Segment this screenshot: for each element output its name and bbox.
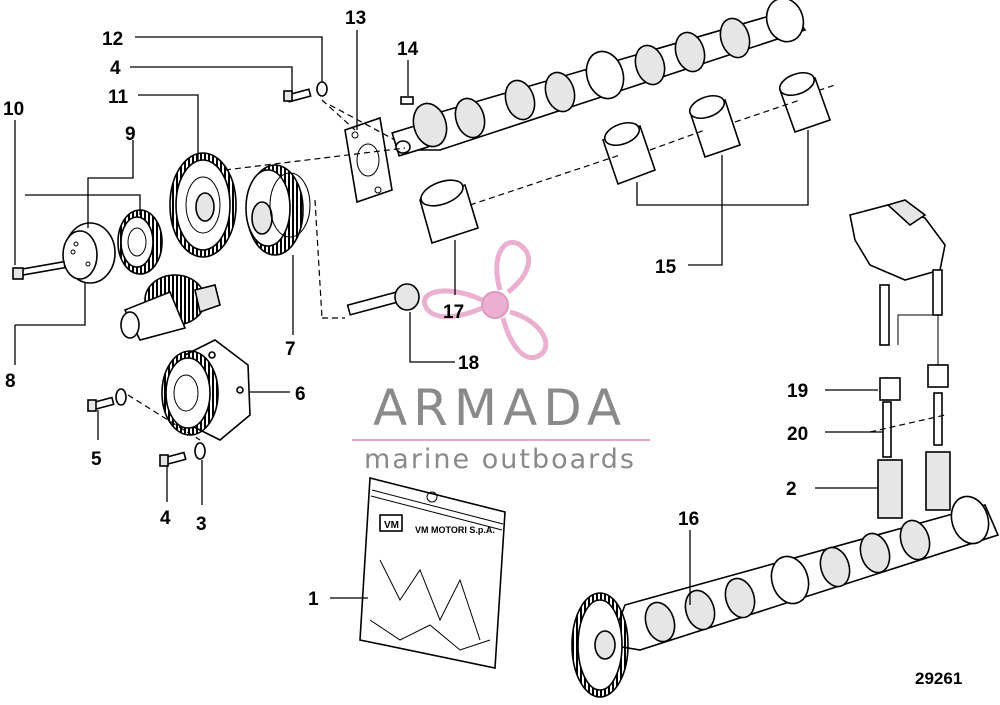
- callout-7: 7: [285, 339, 296, 360]
- screw-lower: [159, 442, 206, 467]
- screw-left: [87, 388, 127, 412]
- idler-gear: [245, 164, 311, 256]
- lower-camshaft: [571, 495, 1000, 698]
- brand-tagline: marine outboards: [364, 444, 636, 475]
- callout-8: 8: [5, 371, 16, 392]
- woodruff-key: [400, 96, 414, 105]
- bag-maker-text: VM MOTORI S.p.A.: [415, 525, 495, 535]
- callout-9: 9: [125, 124, 136, 145]
- armada-logo-icon: [422, 240, 549, 360]
- idler-pin: [346, 283, 420, 316]
- gear-flange: [62, 222, 116, 284]
- callout-18: 18: [458, 353, 479, 374]
- callout-6: 6: [295, 384, 306, 405]
- callout-5: 5: [91, 449, 102, 470]
- gasket: [344, 116, 393, 204]
- rocker-assembly: [849, 199, 951, 519]
- bag-logo-box: [379, 514, 403, 532]
- callout-4-lower: 4: [160, 508, 171, 529]
- callout-12: 12: [102, 29, 123, 50]
- callout-14: 14: [397, 39, 419, 60]
- leader-lines: [14, 30, 883, 605]
- callout-15: 15: [655, 257, 677, 278]
- long-bolt: [12, 260, 66, 280]
- bag-logo-text: VM: [384, 520, 399, 531]
- bolt-top: [283, 81, 328, 103]
- callout-20: 20: [787, 424, 808, 445]
- callout-4-top: 4: [110, 58, 121, 79]
- parts-bag: VM VM MOTORI S.p.A.: [359, 476, 506, 669]
- drive-gear-shaft: [120, 274, 221, 341]
- callout-11: 11: [108, 87, 129, 108]
- callout-13: 13: [345, 8, 366, 29]
- callout-1: 1: [308, 589, 319, 610]
- callout-3: 3: [196, 514, 207, 535]
- callout-19: 19: [787, 381, 808, 402]
- brand-name: ARMADA: [373, 379, 627, 437]
- upper-camshaft: [391, 0, 836, 157]
- callout-labels: 12 4 11 13 14 10 9 8 7 17 18 6 5 4 3 1 1…: [3, 8, 962, 688]
- figure-number: 29261: [915, 669, 962, 688]
- gear-housing: [161, 339, 251, 441]
- callout-17: 17: [443, 302, 464, 323]
- callout-16: 16: [678, 509, 699, 530]
- callout-10: 10: [3, 99, 24, 120]
- camshaft-bearings: [419, 71, 832, 245]
- callout-2: 2: [786, 479, 797, 500]
- small-gear: [117, 209, 163, 275]
- timing-gear: [169, 152, 237, 258]
